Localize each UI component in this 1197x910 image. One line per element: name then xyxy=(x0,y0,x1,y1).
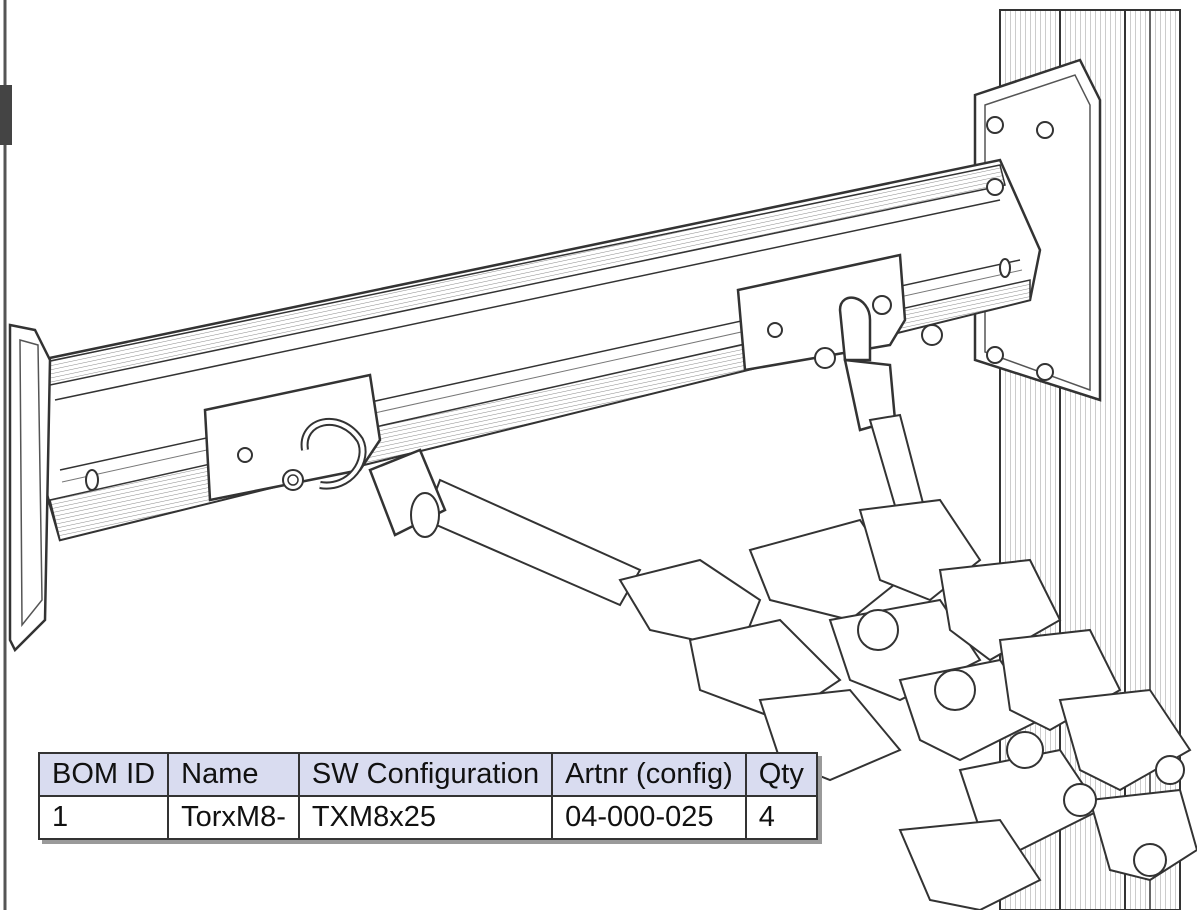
bom-header-artnr: Artnr (config) xyxy=(551,752,747,797)
bom-cell-id: 1 xyxy=(37,795,170,840)
bom-row: 1 TorxM8- TXM8x25 04-000-025 4 xyxy=(37,795,818,840)
bom-header-row: BOM ID Name SW Configuration Artnr (conf… xyxy=(37,752,818,797)
bom-cell-artnr: 04-000-025 xyxy=(551,795,747,840)
bom-header-qty: Qty xyxy=(744,752,818,797)
bom-cell-name: TorxM8- xyxy=(167,795,300,840)
link-chain xyxy=(618,498,1197,910)
bom-cell-configuration: TXM8x25 xyxy=(297,795,554,840)
bom-header-name: Name xyxy=(167,752,300,797)
bom-cell-qty: 4 xyxy=(744,795,818,840)
bom-header-id: BOM ID xyxy=(37,752,170,797)
right-bracket xyxy=(973,58,1102,402)
bom-table: BOM ID Name SW Configuration Artnr (conf… xyxy=(37,752,818,840)
right-slide-block xyxy=(736,253,943,432)
left-rod-assembly xyxy=(368,448,642,607)
bom-header-configuration: SW Configuration xyxy=(297,752,554,797)
left-page-edge xyxy=(0,0,12,910)
left-bracket xyxy=(8,323,52,653)
left-slide-block xyxy=(203,373,382,502)
